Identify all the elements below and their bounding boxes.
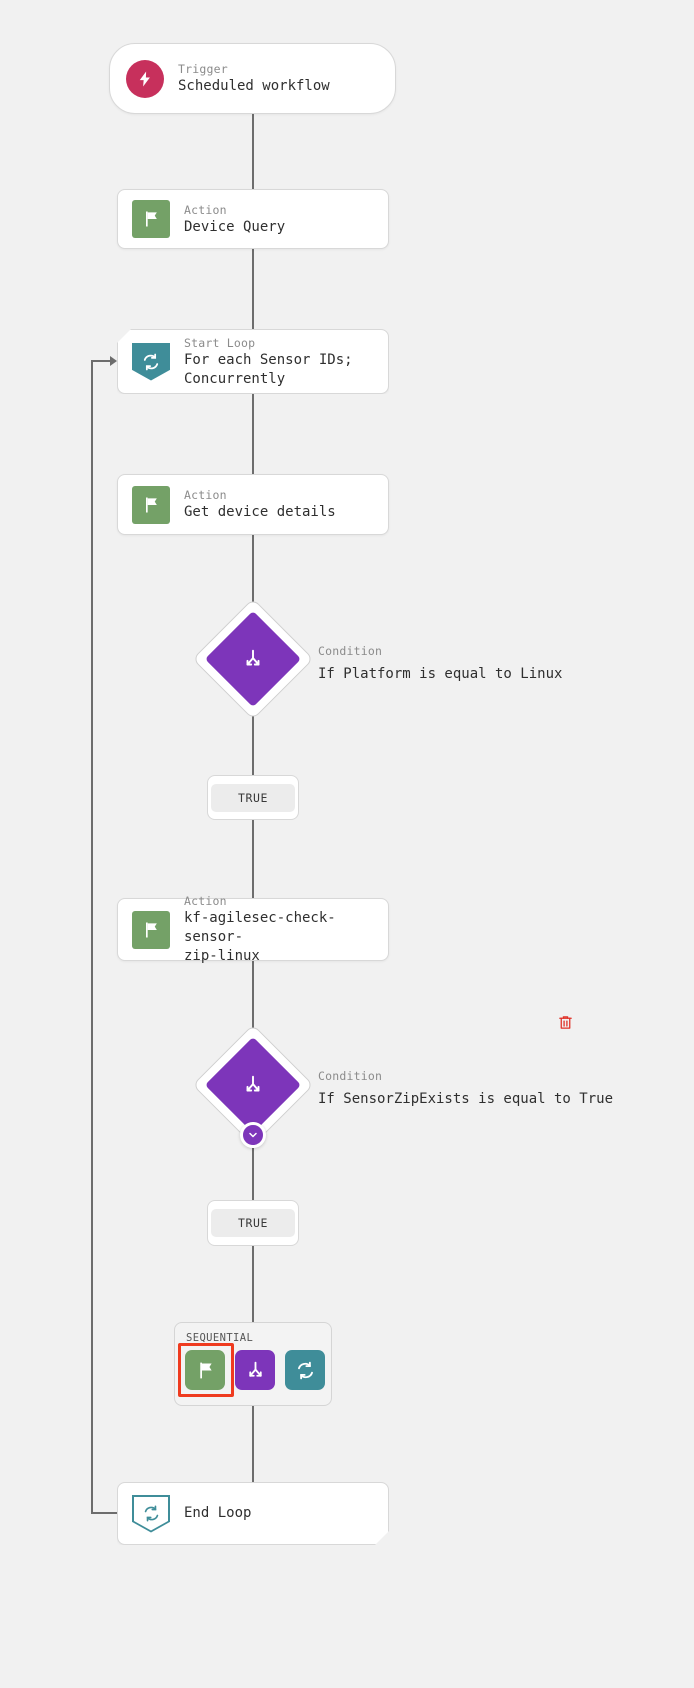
status-badge: TRUE (211, 783, 295, 812)
branch-true-2[interactable]: TRUE (207, 1200, 299, 1246)
node-start-loop[interactable]: Start Loop For each Sensor IDs; Concurre… (117, 329, 389, 394)
flag-icon (132, 485, 170, 524)
node-kind-label: Trigger (178, 62, 228, 76)
flag-icon (132, 200, 170, 238)
node-kind-label: Condition (318, 1069, 383, 1083)
sequential-group-items (185, 1350, 325, 1390)
trash-icon[interactable] (557, 1013, 574, 1036)
connector-loop-to-action (252, 394, 254, 474)
node-title: Scheduled workflow (178, 78, 330, 94)
node-title: Get device details (184, 504, 336, 520)
node-action-get-device-details[interactable]: Action Get device details (117, 474, 389, 535)
branch-true-1[interactable]: TRUE (207, 775, 299, 820)
node-title: End Loop (184, 1505, 252, 1521)
lightning-bolt-icon (126, 59, 164, 98)
node-condition-platform[interactable] (192, 598, 314, 720)
node-kind-label: Condition (318, 644, 383, 658)
loop-icon (132, 1495, 170, 1533)
connector-action-to-condition-2 (252, 961, 254, 1044)
node-title: For each Sensor IDs; Concurrently (184, 351, 353, 387)
node-action-kf-agilesec[interactable]: Action kf-agilesec-check-sensor- zip-lin… (117, 894, 389, 964)
branch-icon (204, 1036, 302, 1134)
node-title: Device Query (184, 218, 286, 235)
connector-loopback-bottom (91, 1512, 118, 1514)
node-action-device-query[interactable]: Action Device Query (117, 189, 389, 249)
sequential-item-condition[interactable] (235, 1350, 275, 1390)
node-title: If Platform is equal to Linux (318, 666, 563, 682)
loop-icon (132, 342, 170, 381)
node-kind-label: Action (184, 488, 227, 502)
connector-loopback-top (91, 360, 113, 362)
connector-true-to-action (252, 820, 254, 898)
connector-loopback-vertical (91, 361, 93, 1513)
connector-trigger-to-action (252, 114, 254, 189)
chevron-down-icon[interactable] (240, 1122, 266, 1148)
status-badge: TRUE (211, 1209, 295, 1237)
node-title: If SensorZipExists is equal to True (318, 1091, 614, 1107)
node-title: kf-agilesec-check-sensor- zip-linux (184, 910, 336, 964)
condition-sensorzip-label: Condition If SensorZipExists is equal to… (318, 1068, 658, 1109)
flag-icon (132, 910, 170, 949)
node-kind-label: Start Loop (184, 335, 256, 350)
connector-condition-to-true (252, 699, 254, 775)
connector-loopback-arrow (110, 356, 117, 366)
node-trigger[interactable]: Trigger Scheduled workflow (109, 43, 396, 114)
sequential-item-action[interactable] (185, 1350, 225, 1390)
sequential-group-label: SEQUENTIAL (186, 1332, 254, 1344)
node-kind-label: Action (184, 202, 227, 217)
connector-action-to-loop (252, 249, 254, 329)
node-end-loop[interactable]: End Loop (117, 1482, 389, 1545)
connector-true-to-sequential (252, 1246, 254, 1322)
connector-action-to-condition (252, 535, 254, 617)
connector-sequential-to-end-loop (252, 1406, 254, 1482)
node-kind-label: Action (184, 894, 227, 908)
sequential-item-loop[interactable] (285, 1350, 325, 1390)
node-condition-sensorzip[interactable] (192, 1024, 314, 1146)
connector-condition-2-to-true (252, 1140, 254, 1200)
condition-platform-label: Condition If Platform is equal to Linux (318, 643, 648, 684)
branch-icon (204, 610, 302, 708)
